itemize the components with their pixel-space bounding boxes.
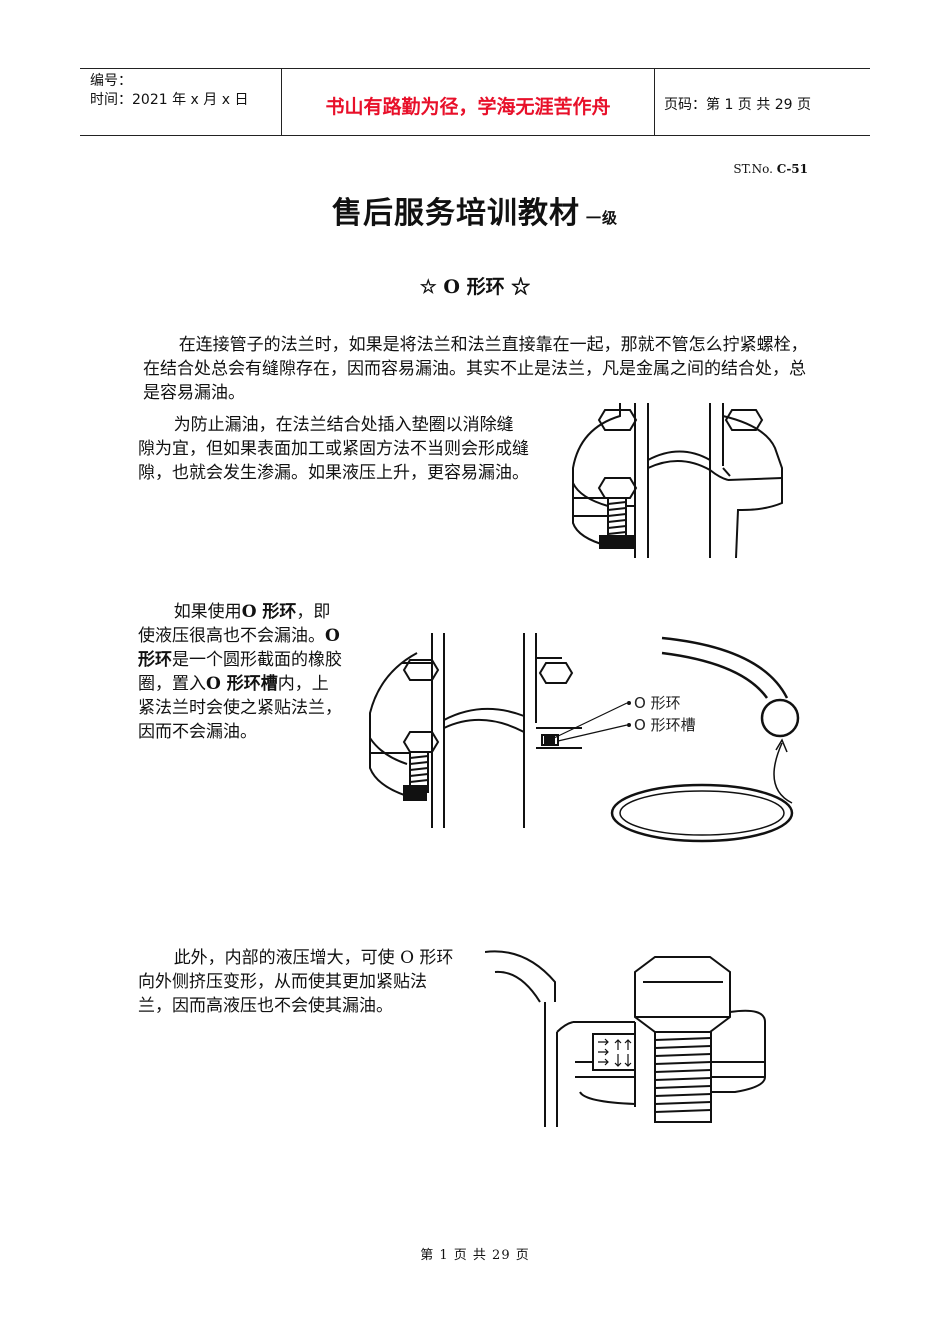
- label-oring-groove: O 形环槽: [634, 716, 696, 734]
- bold-term: O 形环: [241, 602, 297, 622]
- header-divider-2: [654, 68, 655, 135]
- bold-term: O 形环槽: [206, 674, 278, 694]
- header-page-info: 页码：第 1 页 共 29 页: [664, 97, 811, 113]
- title-text: 售后服务培训教材: [331, 196, 580, 231]
- header-top-rule: [80, 68, 870, 69]
- header-bottom-rule: [80, 135, 870, 136]
- time-label: 时间：2021 年 x 月 x 日: [90, 92, 249, 108]
- paragraph-intro: 在连接管子的法兰时，如果是将法兰和法兰直接靠在一起，那就不管怎么拧紧螺栓，在结合…: [143, 335, 808, 403]
- paragraph-oring: 如果使用O 形环，即使液压很高也不会漏油。O 形环是一个圆形截面的橡胶圈，置入O…: [138, 600, 344, 744]
- title-level: 一级: [585, 209, 618, 227]
- text-run: ，即使液压很高也不会漏油。: [138, 602, 331, 646]
- bold-term: O 形环: [138, 626, 340, 670]
- page-footer: 第 1 页 共 29 页: [420, 1248, 530, 1263]
- number-label: 编号：: [90, 73, 132, 89]
- text-run: 是一个圆形截面的橡胶圈，置入: [138, 650, 342, 694]
- page-title: 售后服务培训教材一级: [0, 188, 950, 232]
- paragraph-pressure: 此外，内部的液压增大，可使 O 形环向外侧挤压变形，从而使其更加紧贴法兰，因而高…: [138, 948, 454, 1016]
- header-left-cell: 编号： 时间：2021 年 x 月 x 日: [90, 72, 248, 110]
- section-subtitle: ☆ O 形环 ☆: [419, 276, 531, 298]
- st-number: ST.No. C-51: [720, 162, 808, 176]
- oring-groove-illustration: O 形环 O 形环槽: [369, 633, 800, 843]
- label-oring: O 形环: [634, 694, 681, 712]
- text-run: 如果使用: [173, 602, 242, 622]
- bolt-pressure-illustration: [485, 950, 766, 1127]
- st-code: C-51: [776, 162, 808, 176]
- header-divider-1: [281, 68, 282, 135]
- st-prefix: ST.No.: [733, 162, 777, 176]
- text-run: 内，上紧法兰时会使之紧贴法兰，因而不会漏油。: [138, 674, 342, 742]
- paragraph-gasket: 为防止漏油，在法兰结合处插入垫圈以消除缝隙为宜，但如果表面加工或紧固方法不当则会…: [138, 415, 529, 483]
- flange-gasket-illustration: [572, 403, 783, 559]
- header-motto: 书山有路勤为径，学海无涯苦作舟: [325, 96, 611, 118]
